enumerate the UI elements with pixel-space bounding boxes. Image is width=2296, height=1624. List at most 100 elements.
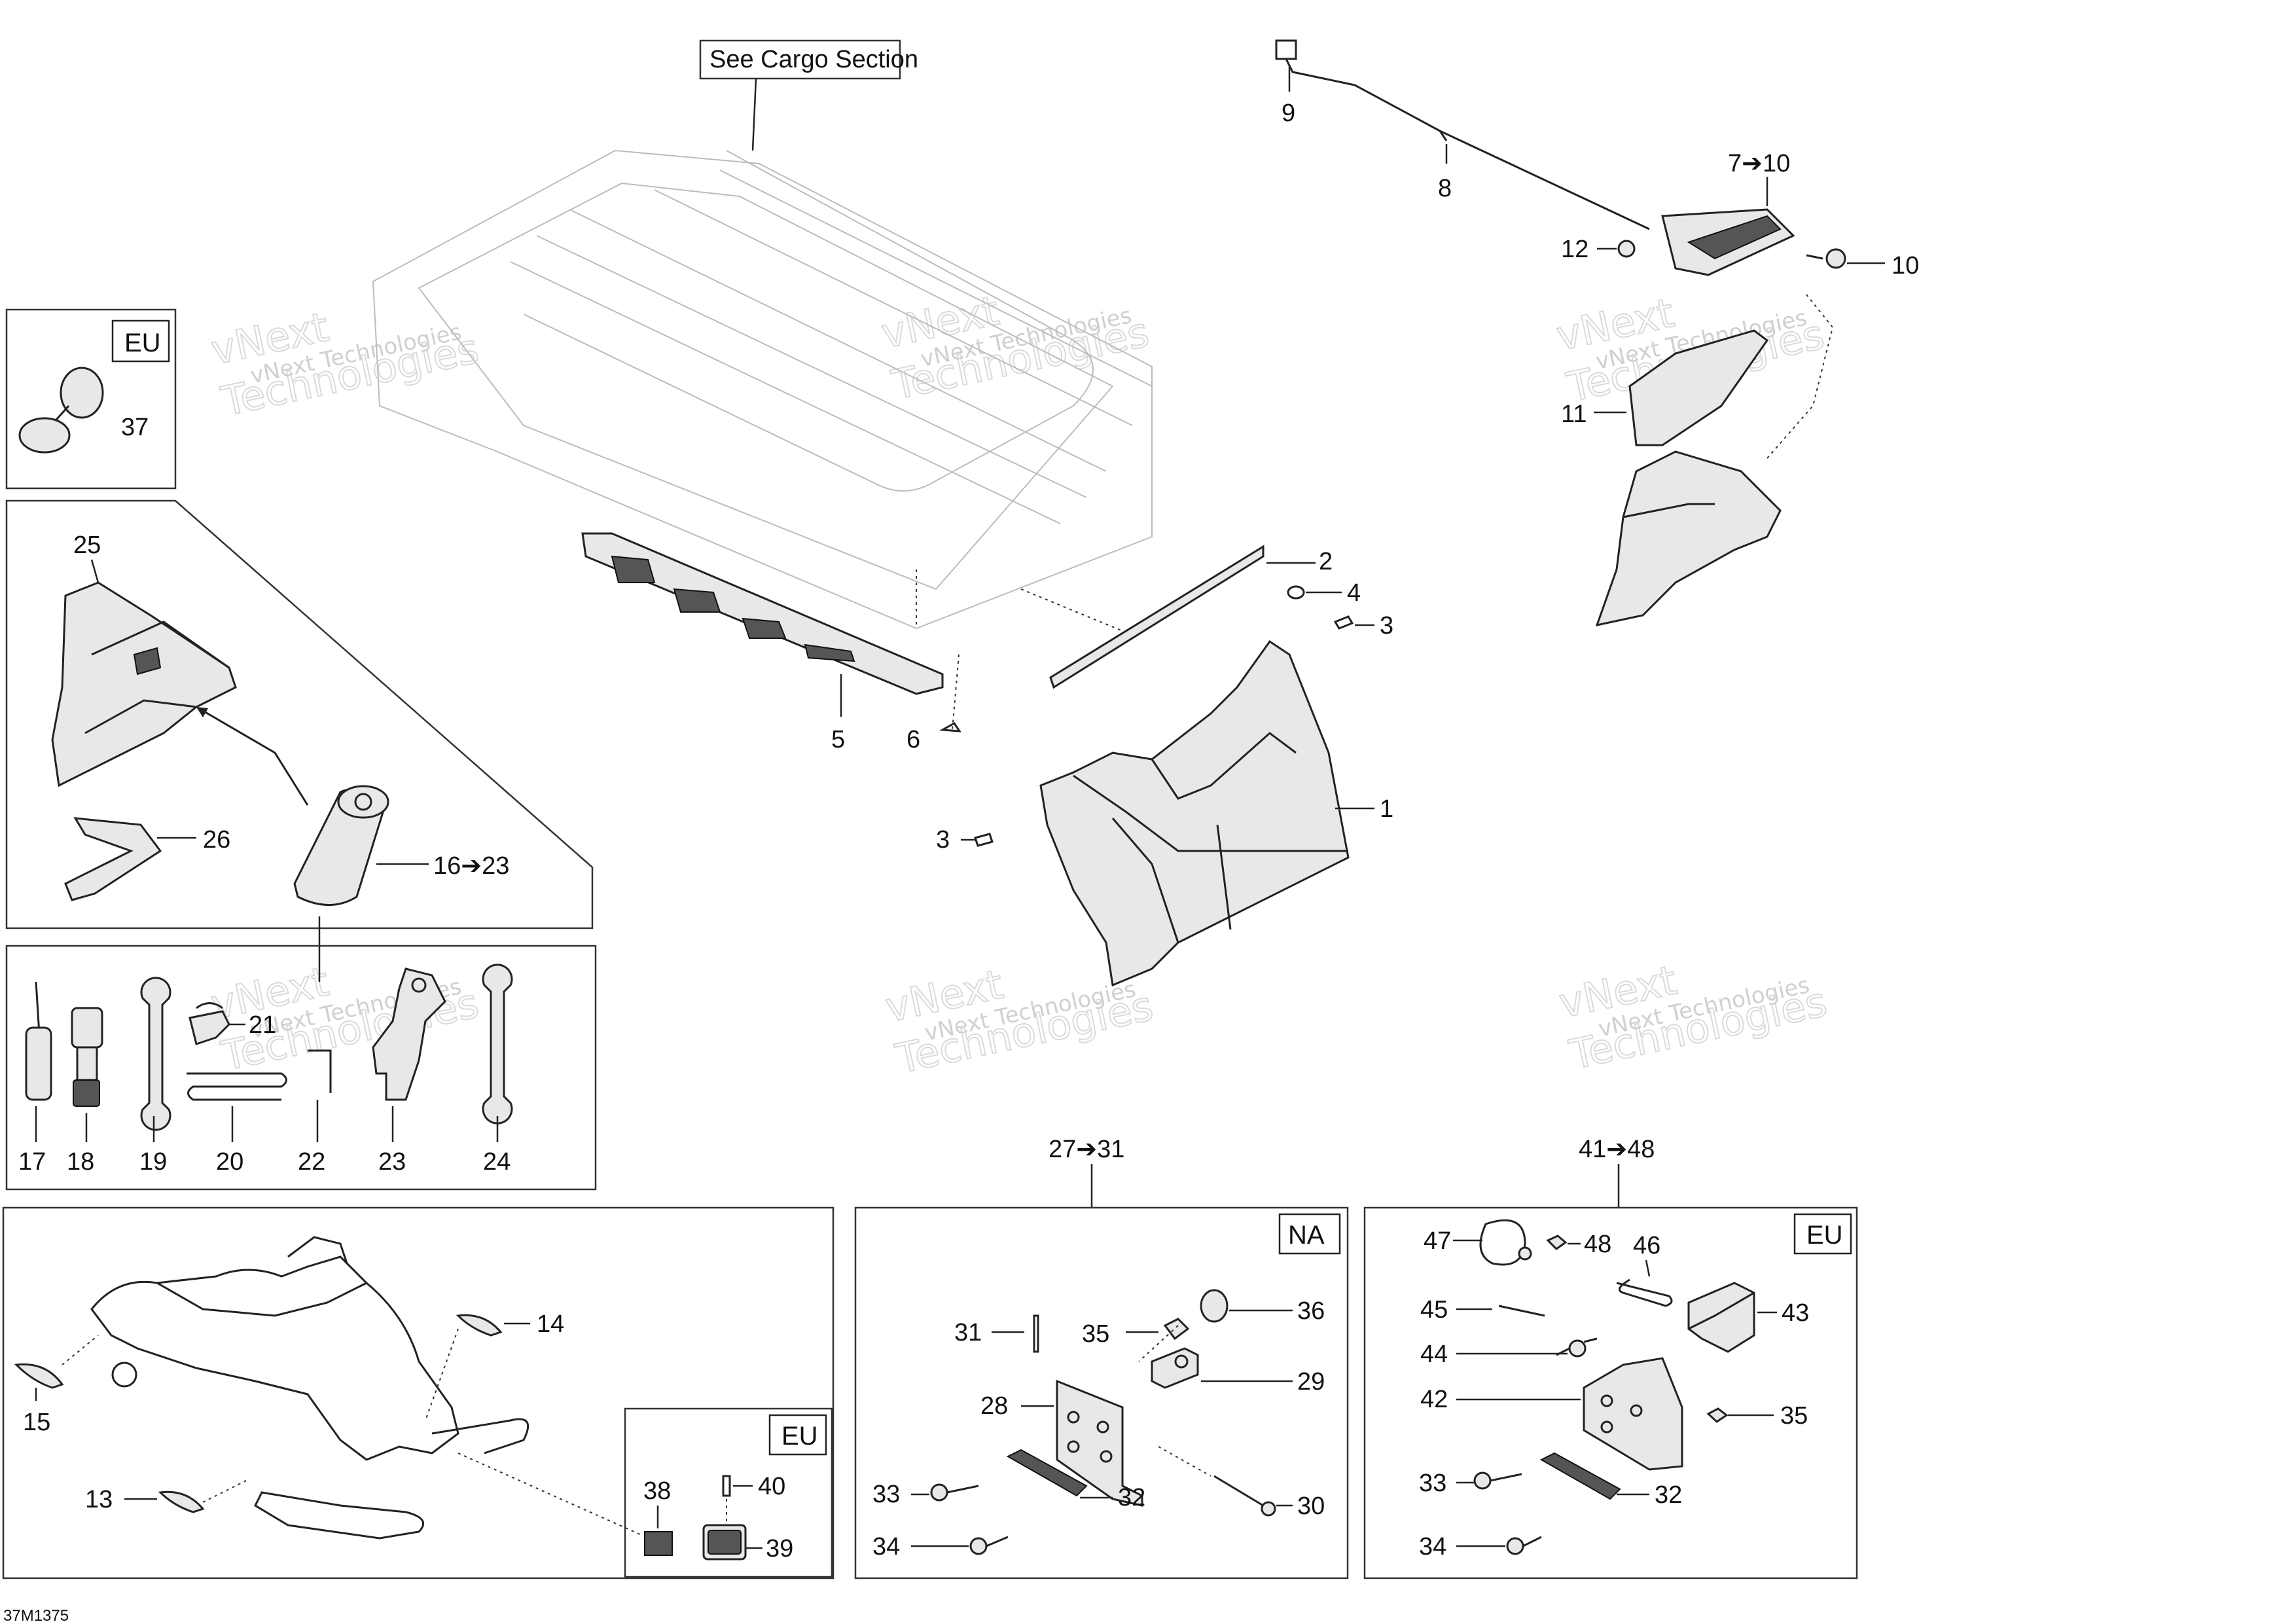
callout-3-top: 3 [1380, 612, 1393, 640]
wrench-part-24 [482, 964, 513, 1125]
callout-32-na: 32 [1118, 1484, 1145, 1511]
callout-14: 14 [537, 1310, 564, 1338]
snowmobile-outline [90, 1236, 529, 1540]
callout-36: 36 [1297, 1297, 1325, 1325]
callout-29: 29 [1297, 1368, 1325, 1396]
fuse-clip-part-21 [188, 1002, 230, 1045]
callout-31: 31 [954, 1319, 982, 1346]
strip-part-2 [1049, 545, 1265, 689]
callout-32-eu: 32 [1655, 1481, 1682, 1509]
clip-part-46 [1616, 1278, 1673, 1307]
callout-5: 5 [831, 726, 845, 753]
callout-34-na: 34 [872, 1533, 900, 1561]
callout-38: 38 [643, 1477, 671, 1505]
reflector-part-32 [1006, 1449, 1088, 1497]
reflector-part-32-eu [1539, 1452, 1621, 1500]
bracket-part-42 [1583, 1357, 1683, 1471]
callout-2: 2 [1319, 548, 1333, 575]
tools-box [5, 945, 597, 1191]
taillight-assembly [1275, 39, 1846, 276]
hitch-part-29 [1151, 1347, 1199, 1389]
arrow-head [196, 707, 208, 717]
callout-23: 23 [378, 1148, 406, 1176]
callout-6: 6 [906, 726, 920, 753]
tag-eu-mirror: EU [124, 329, 161, 357]
callout-46: 46 [1633, 1232, 1660, 1259]
nut-part-35-eu [1706, 1407, 1729, 1423]
callout-33-na: 33 [872, 1481, 900, 1508]
callout-48: 48 [1584, 1231, 1611, 1258]
nut-part-35 [1163, 1318, 1190, 1341]
pin-part-31 [1033, 1314, 1039, 1353]
callout-39: 39 [766, 1535, 793, 1562]
callout-8: 8 [1438, 175, 1452, 202]
watermarks: vNext Technologies vNext Technologies vN… [206, 285, 1831, 1083]
reflector-part-39 [702, 1524, 747, 1561]
eu-mirror-box [5, 308, 177, 490]
socket-part-18 [71, 1007, 103, 1107]
lanyard-part-47 [1479, 1219, 1532, 1266]
reflector-part-14 [456, 1314, 503, 1337]
side-rail-part-5 [581, 532, 944, 695]
pin-part-30 [1213, 1475, 1276, 1517]
callout-22: 22 [298, 1148, 325, 1176]
screw-part-3-lower [974, 833, 994, 847]
callout-24: 24 [483, 1148, 511, 1176]
callout-25: 25 [73, 532, 101, 559]
nut-part-4 [1287, 585, 1305, 600]
callout-17: 17 [18, 1148, 46, 1176]
leader-arrow [196, 706, 309, 806]
callout-10: 10 [1892, 252, 1919, 280]
callout-34-eu: 34 [1419, 1533, 1446, 1561]
drawing-code: 37M1375 [3, 1607, 69, 1624]
bumper-part-36 [1200, 1289, 1229, 1323]
spring-part-45 [1498, 1305, 1545, 1317]
reflector-box [2, 1206, 834, 1579]
nut-part-48 [1546, 1235, 1568, 1250]
taillight-housing-part-11 [1595, 294, 1834, 627]
bracket-part-43 [1687, 1282, 1755, 1353]
callout-18: 18 [67, 1148, 94, 1176]
callout-4: 4 [1347, 579, 1361, 607]
bolt-part-34-eu [1506, 1536, 1542, 1555]
bolt-part-33 [930, 1483, 979, 1502]
callout-33-eu: 33 [1419, 1470, 1446, 1497]
callout-7-10: 7➔10 [1728, 150, 1790, 177]
spring-tool-part-23 [372, 967, 446, 1101]
cargo-note-box [699, 39, 901, 80]
bracket-part-28 [1056, 1379, 1143, 1507]
callout-11: 11 [1561, 401, 1587, 428]
callout-43: 43 [1782, 1299, 1809, 1327]
callout-47: 47 [1424, 1227, 1451, 1255]
eu-reflector-box [624, 1407, 833, 1578]
spring-part-20 [187, 1072, 287, 1101]
tag-eu-reflector: EU [781, 1422, 818, 1451]
callout-13: 13 [85, 1486, 113, 1513]
callout-20: 20 [216, 1148, 243, 1176]
callout-19: 19 [139, 1148, 167, 1176]
screw-part-6 [939, 722, 961, 732]
reflector-part-15 [14, 1363, 64, 1389]
hex-key-part-22 [308, 1049, 332, 1093]
callout-27-31: 27➔31 [1049, 1136, 1124, 1163]
snow-flap-part-1 [1039, 640, 1350, 987]
callout-35-eu: 35 [1780, 1402, 1808, 1430]
reflector-part-13 [158, 1490, 205, 1513]
callout-40: 40 [758, 1473, 785, 1500]
screw-part-40 [722, 1475, 731, 1497]
callout-16-23: 16➔23 [433, 852, 509, 880]
eu-plate-box [1363, 1206, 1858, 1579]
callout-3-lower: 3 [936, 826, 950, 854]
strap-part-26 [64, 817, 162, 901]
bolt-part-34 [969, 1536, 1009, 1555]
screwdriver-part-17 [25, 981, 52, 1101]
callout-45: 45 [1420, 1296, 1448, 1324]
reflector-part-38 [644, 1531, 673, 1556]
callout-30: 30 [1297, 1492, 1325, 1520]
na-plate-box [854, 1206, 1349, 1579]
tag-eu-plate: EU [1806, 1221, 1843, 1250]
callout-1: 1 [1380, 795, 1393, 823]
callout-37: 37 [121, 414, 149, 441]
tool-bag-part-25 [51, 581, 237, 787]
